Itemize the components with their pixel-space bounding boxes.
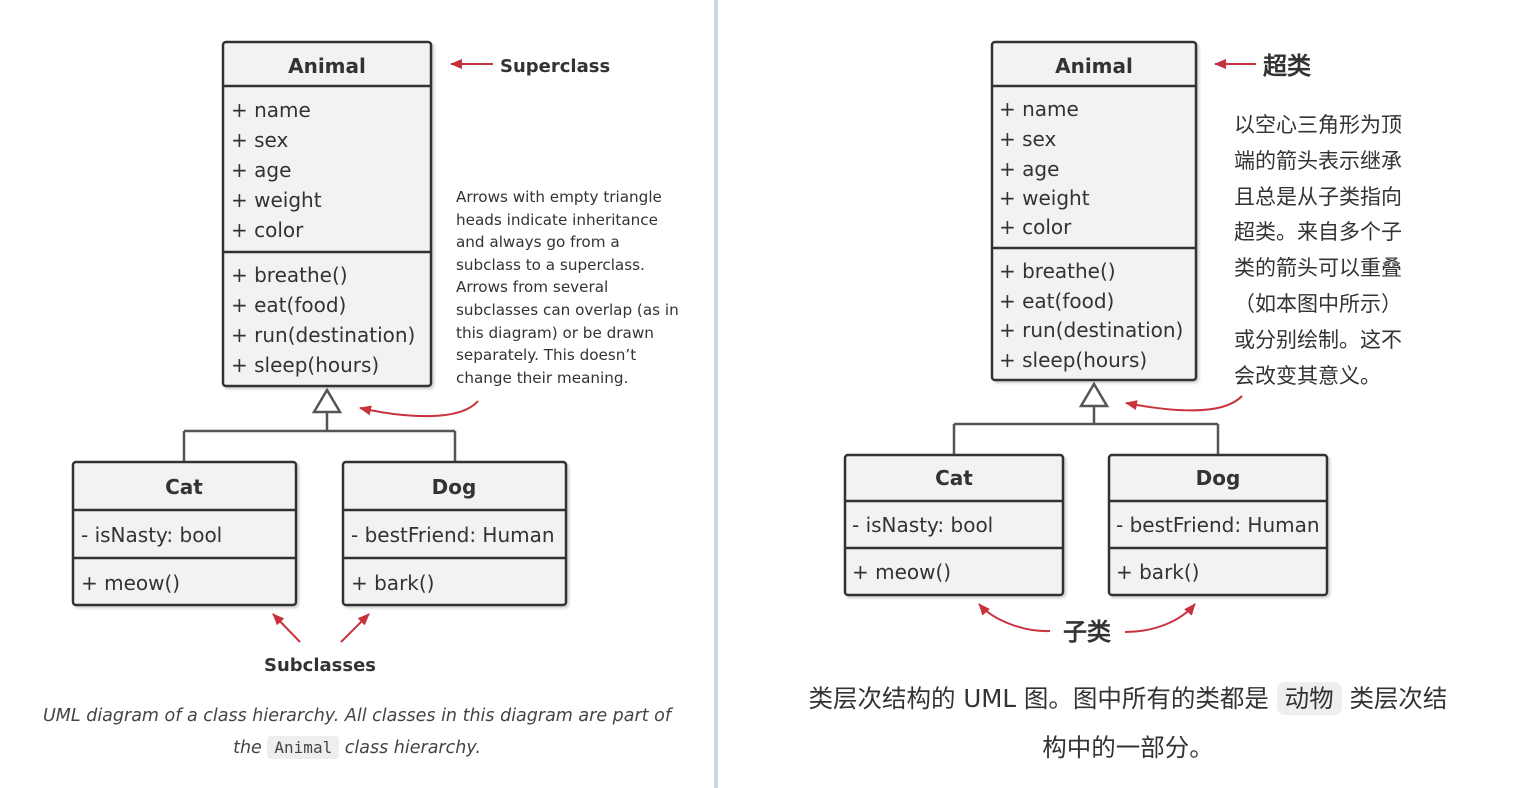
caption-text: class hierarchy. bbox=[344, 738, 481, 758]
class-cat-title: Cat bbox=[935, 466, 973, 490]
dog-attribute: - bestFriend: Human bbox=[351, 523, 555, 547]
animal-method: + run(destination) bbox=[231, 323, 415, 347]
chinese-pane: Animal + name + sex + age + weight + col… bbox=[718, 0, 1518, 788]
note-line: 类的箭头可以重叠 bbox=[1234, 256, 1402, 281]
caption-text: the bbox=[233, 738, 262, 758]
inheritance-connector bbox=[952, 381, 1220, 455]
animal-attribute: + sex bbox=[999, 127, 1056, 151]
superclass-label: Superclass bbox=[500, 56, 610, 77]
figure-caption: 类层次结构的 UML 图。图中所有的类都是 动物 类层次结 构中的一部分。 bbox=[768, 674, 1488, 772]
note-line: subclasses can overlap (as in bbox=[456, 300, 679, 319]
note-arrow bbox=[1125, 395, 1243, 412]
subclass-arrow-dog bbox=[340, 613, 370, 643]
inheritance-note: Arrows with empty triangle heads indicat… bbox=[456, 186, 688, 389]
class-dog-title: Dog bbox=[432, 475, 477, 499]
class-dog bbox=[341, 460, 568, 607]
class-cat-title: Cat bbox=[165, 475, 203, 499]
note-line: Arrows from several bbox=[456, 278, 609, 297]
animal-method: + eat(food) bbox=[231, 293, 346, 317]
caption-line: UML diagram of a class hierarchy. All cl… bbox=[42, 706, 671, 726]
note-line: and always go from a bbox=[456, 233, 620, 252]
superclass-label: 超类 bbox=[1263, 52, 1312, 80]
cat-method: + meow() bbox=[81, 571, 180, 595]
animal-attribute: + age bbox=[231, 158, 291, 182]
animal-attribute: + sex bbox=[231, 128, 288, 152]
note-line: subclass to a superclass. bbox=[456, 255, 645, 274]
inheritance-connector bbox=[182, 387, 457, 462]
inline-code-animal: Animal bbox=[267, 736, 340, 759]
pane-divider bbox=[714, 0, 718, 788]
cat-attribute: - isNasty: bool bbox=[81, 523, 222, 547]
inline-term-animal: 动物 bbox=[1276, 682, 1342, 715]
note-line: 或分别绘制。这不 bbox=[1234, 327, 1402, 352]
subclass-arrow-cat bbox=[978, 603, 1051, 633]
note-line: 以空心三角形为顶 bbox=[1234, 113, 1402, 137]
subclass-arrow-dog bbox=[1124, 603, 1196, 633]
note-line: 会改变其意义。 bbox=[1234, 363, 1381, 388]
note-line: Arrows with empty triangle bbox=[456, 188, 662, 206]
animal-method: + breathe() bbox=[999, 259, 1116, 283]
note-line: 端的箭头表示继承 bbox=[1234, 148, 1402, 173]
note-arrow bbox=[359, 400, 479, 418]
animal-attribute: + weight bbox=[999, 186, 1090, 210]
note-line: （如本图中所示） bbox=[1234, 291, 1402, 316]
note-line: this diagram) or be drawn bbox=[456, 323, 654, 342]
cat-attribute: - isNasty: bool bbox=[852, 513, 993, 537]
caption-text: 类层次结构的 UML 图。图中所有的类都是 bbox=[808, 684, 1269, 713]
caption-line: the Animal class hierarchy. bbox=[40, 732, 674, 764]
subclass-arrow-cat bbox=[272, 613, 301, 643]
dog-method: + bark() bbox=[1116, 560, 1199, 584]
inheritance-note: 以空心三角形为顶 端的箭头表示继承 且总是从子类指向 超类。来自多个子 类的箭头… bbox=[1234, 108, 1430, 394]
class-dog-title: Dog bbox=[1196, 466, 1241, 490]
note-line: 超类。来自多个子 bbox=[1234, 220, 1402, 245]
note-line: heads indicate inheritance bbox=[456, 210, 659, 229]
subclasses-label: Subclasses bbox=[264, 655, 376, 676]
note-line: change their meaning. bbox=[456, 368, 629, 387]
class-animal-title: Animal bbox=[288, 54, 366, 78]
uml-diagram-english: Animal + name + sex + age + weight + col… bbox=[71, 40, 610, 676]
animal-attribute: + color bbox=[999, 215, 1072, 239]
animal-attribute: + weight bbox=[231, 188, 322, 212]
class-animal-title: Animal bbox=[1055, 54, 1133, 78]
class-cat bbox=[843, 453, 1065, 597]
animal-method: + eat(food) bbox=[999, 289, 1114, 313]
class-cat bbox=[71, 460, 298, 607]
dog-method: + bark() bbox=[351, 571, 434, 595]
english-pane: Animal + name + sex + age + weight + col… bbox=[0, 0, 714, 788]
animal-method: + run(destination) bbox=[999, 318, 1183, 342]
animal-attribute: + color bbox=[231, 218, 304, 242]
note-line: 且总是从子类指向 bbox=[1234, 184, 1402, 209]
subclasses-label: 子类 bbox=[1063, 618, 1112, 646]
cat-method: + meow() bbox=[852, 560, 951, 584]
animal-method: + sleep(hours) bbox=[231, 353, 379, 377]
class-animal bbox=[221, 40, 433, 388]
class-dog bbox=[1107, 453, 1329, 597]
uml-diagram-chinese: Animal + name + sex + age + weight + col… bbox=[843, 40, 1329, 646]
figure-caption: UML diagram of a class hierarchy. All cl… bbox=[40, 701, 674, 764]
animal-attribute: + name bbox=[231, 98, 311, 122]
caption-line: 构中的一部分。 bbox=[1042, 733, 1214, 762]
animal-method: + sleep(hours) bbox=[999, 348, 1147, 372]
caption-line: 类层次结构的 UML 图。图中所有的类都是 动物 类层次结 bbox=[768, 674, 1488, 723]
caption-text: 类层次结 bbox=[1349, 684, 1448, 713]
dog-attribute: - bestFriend: Human bbox=[1116, 513, 1320, 537]
class-animal bbox=[990, 40, 1198, 382]
animal-method: + breathe() bbox=[231, 263, 348, 287]
note-line: separately. This doesn’t bbox=[456, 346, 637, 365]
animal-attribute: + name bbox=[999, 97, 1079, 121]
animal-attribute: + age bbox=[999, 157, 1059, 181]
